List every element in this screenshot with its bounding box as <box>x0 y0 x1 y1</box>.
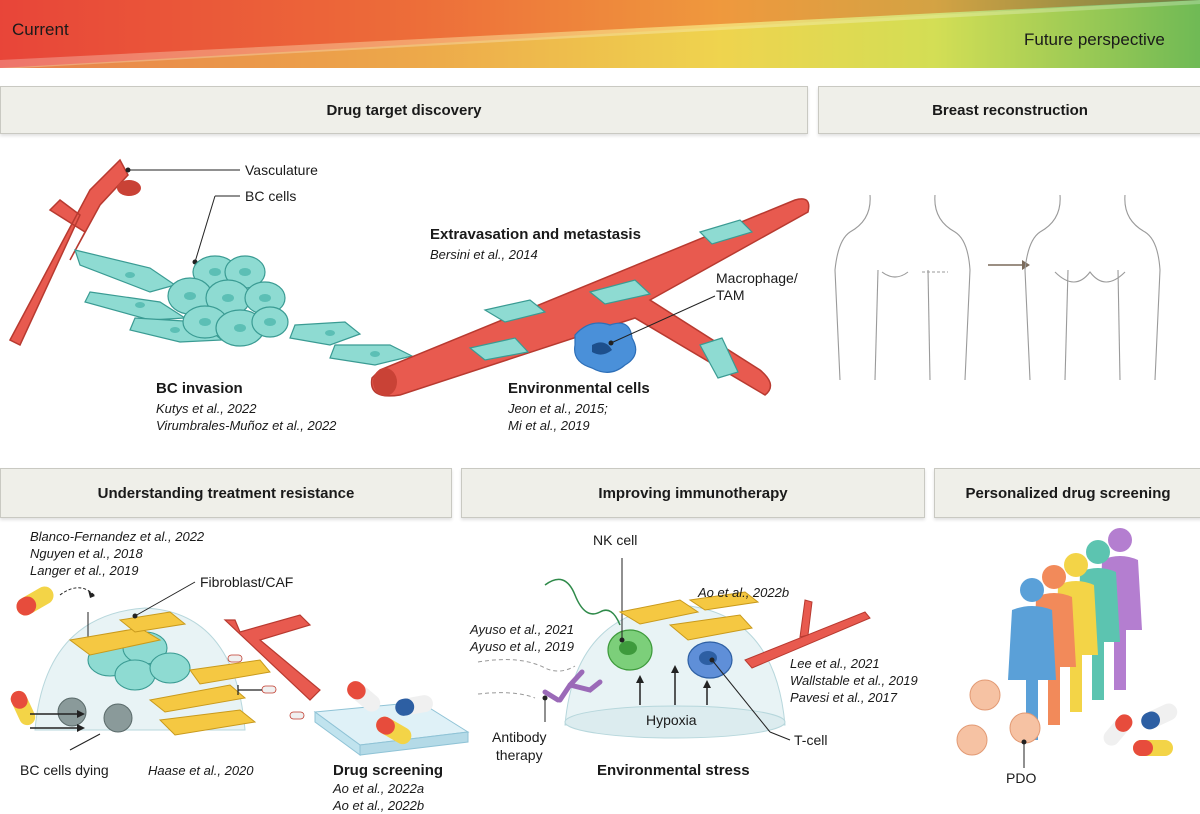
panel-header-breast: Breast reconstruction <box>818 86 1200 134</box>
environmental-cells-title: Environmental cells <box>508 380 650 397</box>
extravasating-cells <box>468 219 754 379</box>
antibody-therapy-label: Antibody therapy <box>492 728 546 764</box>
environmental-citation: Jeon et al., 2015; <box>508 401 608 416</box>
macrophage-label: Macrophage/ TAM <box>716 270 798 304</box>
pills-personalized <box>1103 703 1178 756</box>
drug-screening-citation: Ao et al., 2022a <box>333 781 425 796</box>
antibody-label-line: Antibody <box>492 729 547 745</box>
drug-screening-title: Drug screening <box>333 762 444 779</box>
drug-screening-citations: Ao et al., 2022a Ao et al., 2022b <box>333 780 424 814</box>
banner-right-label: Future perspective <box>1024 30 1165 49</box>
lee-citations: Lee et al., 2021 Wallstable et al., 2019… <box>790 655 918 706</box>
ayuso-citation: Ayuso et al., 2021 <box>470 622 574 637</box>
environmental-stress-title: Environmental stress <box>597 762 750 779</box>
resistance-citation: Nguyen et al., 2018 <box>30 546 143 561</box>
extravasation-title: Extravasation and metastasis <box>430 226 641 243</box>
panel-header-immunotherapy: Improving immunotherapy <box>461 468 925 518</box>
pill-left <box>10 690 36 726</box>
antibody-label-line: therapy <box>495 747 543 763</box>
bc-cells-cluster <box>74 249 414 366</box>
breast-after-illustration <box>1024 194 1161 381</box>
extravasation-citation: Bersini et al., 2014 <box>430 247 538 262</box>
lee-citation: Wallstable et al., 2019 <box>790 673 918 688</box>
ayuso-citations: Ayuso et al., 2021 Ayuso et al., 2019 <box>470 621 574 655</box>
panel-header-personalized: Personalized drug screening <box>934 468 1200 518</box>
t-cell-label: T-cell <box>794 732 828 748</box>
resistance-citations: Blanco-Fernandez et al., 2022 Nguyen et … <box>30 528 204 579</box>
lee-citation: Pavesi et al., 2017 <box>790 690 897 705</box>
nk-cell-illustration <box>607 629 653 671</box>
resistance-citation: Langer et al., 2019 <box>30 563 139 578</box>
people-illustration <box>1008 528 1142 740</box>
fibroblast-label: Fibroblast/CAF <box>200 574 294 590</box>
bc-invasion-citation: Virumbrales-Muñoz et al., 2022 <box>156 418 337 433</box>
macrophage-illustration <box>574 322 637 373</box>
vasculature-label: Vasculature <box>245 162 318 178</box>
vasculature-illustration <box>8 158 141 347</box>
breast-before-illustration <box>834 194 971 381</box>
panel-header-drug-target: Drug target discovery <box>0 86 808 134</box>
bc-invasion-citation: Kutys et al., 2022 <box>156 401 257 416</box>
macrophage-label-line: TAM <box>716 287 745 303</box>
haase-citation: Haase et al., 2020 <box>148 763 254 778</box>
banner-left-label: Current <box>12 20 69 39</box>
immuno-fibroblasts <box>618 591 760 641</box>
pill-top-left <box>16 586 54 616</box>
lee-citation: Lee et al., 2021 <box>790 656 880 671</box>
antibody-illustration <box>542 669 603 703</box>
pdo-organoids <box>956 679 1041 756</box>
current-future-banner <box>0 0 1200 68</box>
ao-citation: Ao et al., 2022b <box>698 585 790 600</box>
macrophage-label-line: Macrophage/ <box>716 270 798 286</box>
bc-cells-label: BC cells <box>245 188 297 204</box>
dying-cells <box>57 697 133 733</box>
ayuso-citation: Ayuso et al., 2019 <box>470 639 574 654</box>
bc-dying-label: BC cells dying <box>20 762 109 778</box>
pdo-label: PDO <box>1006 770 1037 786</box>
pill-screening-3 <box>376 716 412 745</box>
resistance-citation: Blanco-Fernandez et al., 2022 <box>30 529 205 544</box>
bc-invasion-citations: Kutys et al., 2022 Virumbrales-Muñoz et … <box>156 400 336 434</box>
environmental-citation: Mi et al., 2019 <box>508 418 590 433</box>
pill-screening-1 <box>347 681 381 712</box>
hypoxia-label: Hypoxia <box>646 712 697 728</box>
pill-screening-2 <box>395 695 433 716</box>
nk-cell-label: NK cell <box>593 532 638 548</box>
drug-screening-citation: Ao et al., 2022b <box>333 798 425 813</box>
fibroblast-cells <box>68 611 271 736</box>
panel-header-resistance: Understanding treatment resistance <box>0 468 452 518</box>
bc-invasion-title: BC invasion <box>156 380 243 397</box>
environmental-citations: Jeon et al., 2015; Mi et al., 2019 <box>508 400 608 434</box>
